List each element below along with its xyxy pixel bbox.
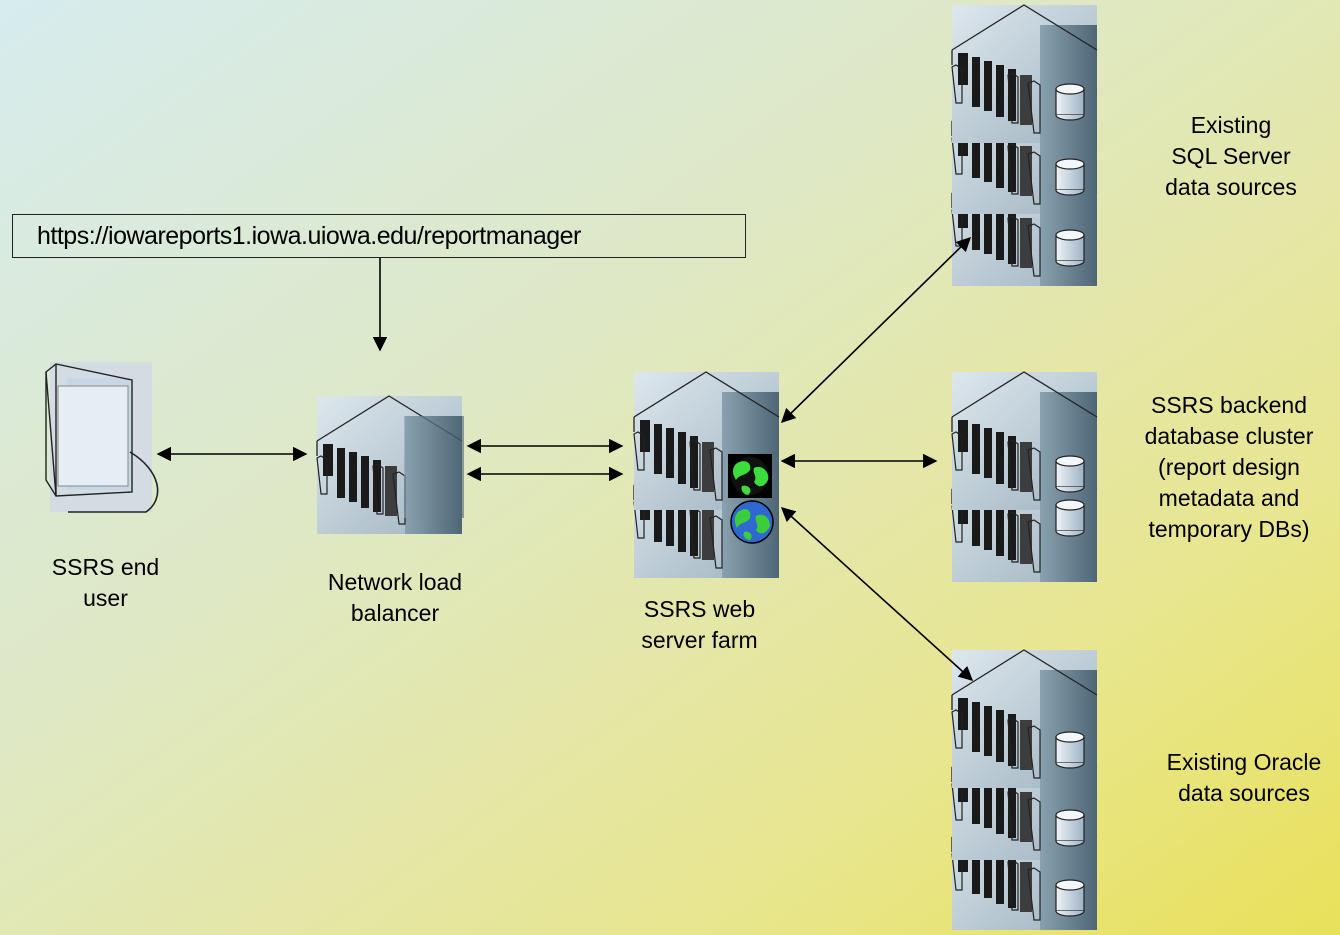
computer-icon <box>45 362 159 513</box>
connectors <box>156 236 974 681</box>
end-user-label: SSRS end user <box>51 554 160 611</box>
load-balancer-label: Network load balancer <box>327 569 463 626</box>
farm-oracle-arrow <box>780 507 974 681</box>
web-server-farm-icon <box>633 371 780 579</box>
oracle-sources-label: Existing Oracle data sources <box>1166 749 1322 806</box>
backend-cluster-icon <box>951 371 1098 583</box>
web-farm-label: SSRS web server farm <box>641 596 758 653</box>
sql-server-sources-icon <box>951 4 1098 287</box>
report-url: https://iowareports1.iowa.uiowa.edu/repo… <box>12 214 746 258</box>
backend-cluster-label: SSRS backend database cluster (report de… <box>1144 392 1314 542</box>
oracle-sources-icon <box>951 649 1098 931</box>
load-balancer-server-icon <box>316 395 464 535</box>
farm-sql-arrow <box>780 236 972 424</box>
sql-sources-label: Existing SQL Server data sources <box>1165 112 1297 200</box>
